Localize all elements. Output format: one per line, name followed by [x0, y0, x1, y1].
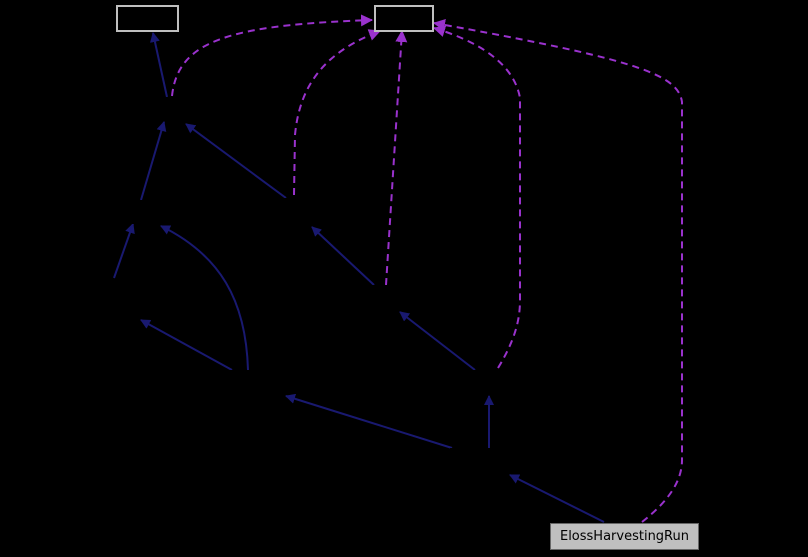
class-node-e[interactable]	[205, 370, 285, 394]
class-node-b[interactable]	[110, 200, 170, 224]
edge-f-to-c	[311, 226, 375, 286]
class-node-f[interactable]	[350, 285, 410, 309]
class-node-d[interactable]	[90, 280, 150, 318]
edge-g-to-topcenter	[433, 25, 521, 369]
edge-a-to-topleft	[150, 32, 168, 98]
class-node-g[interactable]	[455, 370, 525, 394]
class-node-top-left[interactable]	[116, 5, 179, 32]
edge-focus-to-topcenter	[433, 19, 683, 523]
node-label: ElossHarvestingRun	[559, 529, 689, 544]
edge-focus-to-h	[509, 474, 605, 523]
edge-e-to-d	[140, 319, 233, 371]
edge-b-to-a	[140, 121, 167, 201]
edge-g-to-f	[399, 311, 476, 371]
class-node-top-center[interactable]	[374, 5, 434, 32]
class-node-h[interactable]	[450, 448, 530, 472]
edge-e-to-b	[160, 225, 249, 371]
class-node-eloss-harvesting-run[interactable]: ElossHarvestingRun	[550, 523, 699, 550]
edge-h-to-e	[285, 393, 453, 449]
class-node-i[interactable]	[600, 380, 601, 381]
edge-d-to-b	[113, 223, 135, 279]
edge-f-to-topcenter	[385, 30, 408, 286]
class-node-c[interactable]	[262, 198, 322, 222]
edge-c-to-topcenter	[293, 29, 381, 196]
edge-a-to-topcenter	[171, 14, 373, 97]
class-node-a[interactable]	[140, 97, 200, 121]
edge-c-to-a	[185, 123, 287, 199]
